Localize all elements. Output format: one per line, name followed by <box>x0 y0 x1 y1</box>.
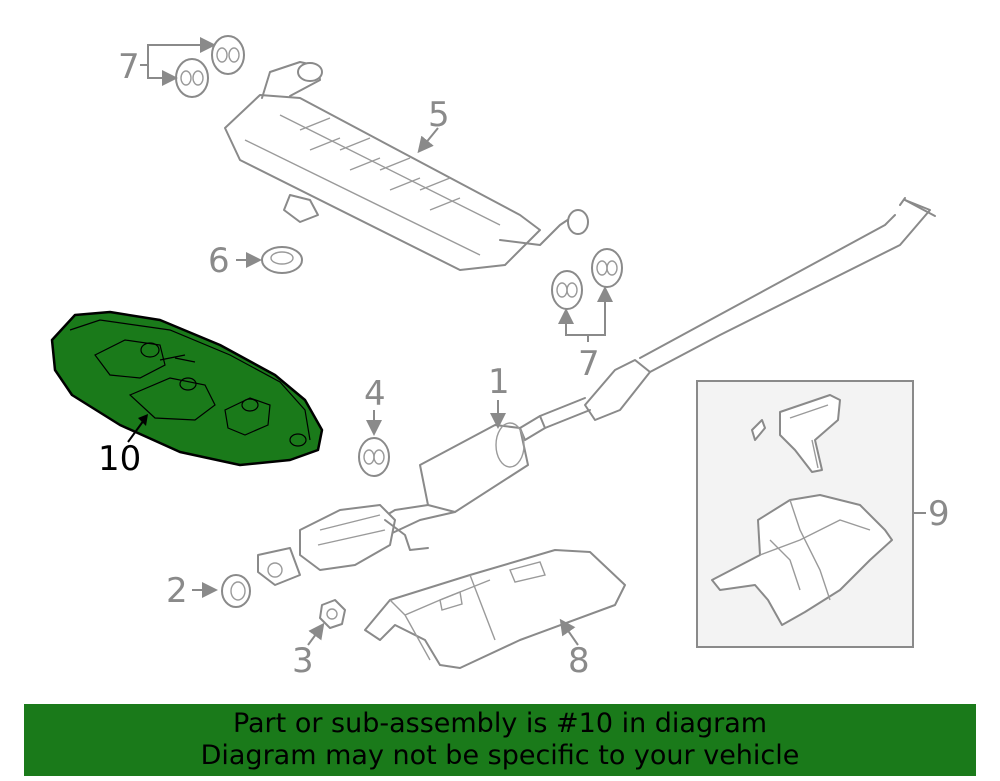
leader-7-top <box>140 37 216 66</box>
callout-2: 2 <box>166 571 188 611</box>
rear-muffler-5 <box>224 61 589 271</box>
leader-8 <box>559 618 579 646</box>
heat-shield-10-highlighted <box>50 310 324 467</box>
callout-8: 8 <box>568 641 590 681</box>
hanger-7-top-b <box>175 58 209 98</box>
leader-3 <box>307 622 325 646</box>
callout-1: 1 <box>488 362 510 402</box>
front-catalyst <box>257 504 429 586</box>
callout-7-top: 7 <box>118 47 140 87</box>
callout-4: 4 <box>364 374 386 414</box>
callout-9: 9 <box>928 494 950 534</box>
callout-3: 3 <box>292 641 314 681</box>
leader-10 <box>127 419 145 443</box>
hanger-7-right-b <box>591 248 623 288</box>
banner-line-2: Diagram may not be specific to your vehi… <box>200 740 800 771</box>
hanger-7-right-a <box>551 270 583 310</box>
callout-10: 10 <box>98 439 141 479</box>
heat-shield-kit-9 <box>696 380 914 648</box>
leader-5 <box>417 127 439 154</box>
exhaust-parts-diagram: 7 5 6 7 <box>50 35 950 681</box>
leader-7-top-b <box>147 65 178 86</box>
banner-line-1: Part or sub-assembly is #10 in diagram <box>232 708 768 739</box>
info-banner: Part or sub-assembly is #10 in diagram D… <box>24 704 976 776</box>
leader-7-right <box>558 308 589 342</box>
nut-3 <box>319 599 346 629</box>
gasket-6 <box>261 246 303 274</box>
gasket-2 <box>221 574 251 608</box>
hanger-7-top-a <box>211 35 245 75</box>
leader-7-right-b <box>588 286 613 336</box>
callout-5: 5 <box>428 95 450 135</box>
callout-6: 6 <box>208 241 230 281</box>
hanger-4 <box>358 437 390 477</box>
callout-7-right: 7 <box>578 344 600 384</box>
exhaust-pipe-1 <box>369 197 936 536</box>
